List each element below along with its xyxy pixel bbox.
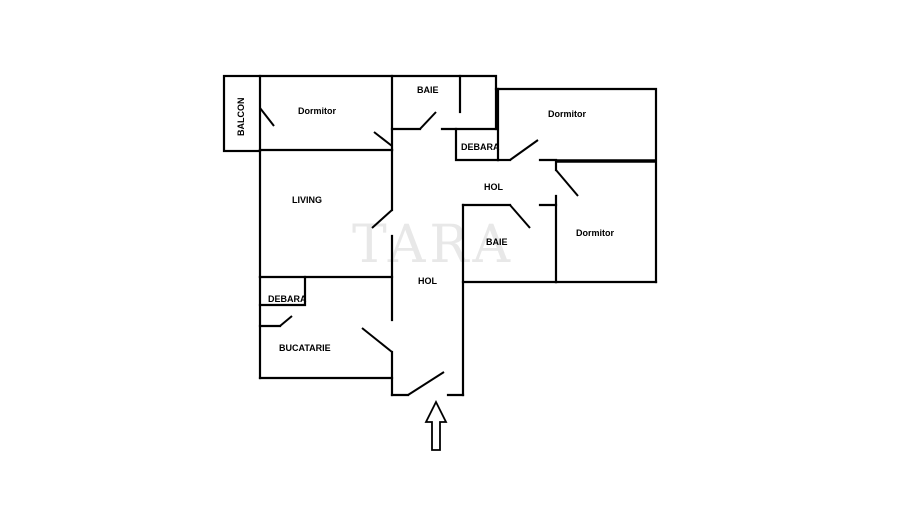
door-entrance <box>407 371 445 396</box>
label-baie-right: BAIE <box>486 237 508 247</box>
door-balcony <box>259 107 275 127</box>
label-debara-left: DEBARA <box>268 294 307 304</box>
door-bedroom-top-right <box>509 139 539 161</box>
door-bathroom-top <box>419 111 437 130</box>
label-hol-right: HOL <box>484 182 504 192</box>
balcony-outline <box>222 74 262 153</box>
label-dormitor-right: Dormitor <box>576 228 614 238</box>
up-arrow-icon <box>424 399 448 451</box>
label-dormitor-left: Dormitor <box>298 106 336 116</box>
debara-right-walls <box>454 127 500 162</box>
label-dormitor-top-right: Dormitor <box>548 109 586 119</box>
walls <box>222 74 658 397</box>
bedroom-top-right-walls <box>494 87 658 284</box>
pantry-left-walls <box>258 275 307 307</box>
label-hol-center: HOL <box>418 276 438 286</box>
door-kitchen <box>361 327 393 353</box>
label-living: LIVING <box>292 195 322 205</box>
door-bathroom-right <box>509 204 531 229</box>
room-labels: BALCON Dormitor BAIE Dormitor DEBARA HOL… <box>236 85 614 353</box>
label-balcon: BALCON <box>236 98 246 137</box>
doors <box>259 107 579 396</box>
bathroom-top-walls <box>390 74 498 131</box>
label-debara-right: DEBARA <box>461 142 500 152</box>
label-bucatarie: BUCATARIE <box>279 343 331 353</box>
door-debara-left <box>279 315 293 327</box>
watermark: TARA <box>352 215 514 275</box>
door-bedroom-left <box>373 131 393 147</box>
door-living <box>371 209 393 229</box>
door-bedroom-right <box>555 169 579 197</box>
label-baie-top: BAIE <box>417 85 439 95</box>
